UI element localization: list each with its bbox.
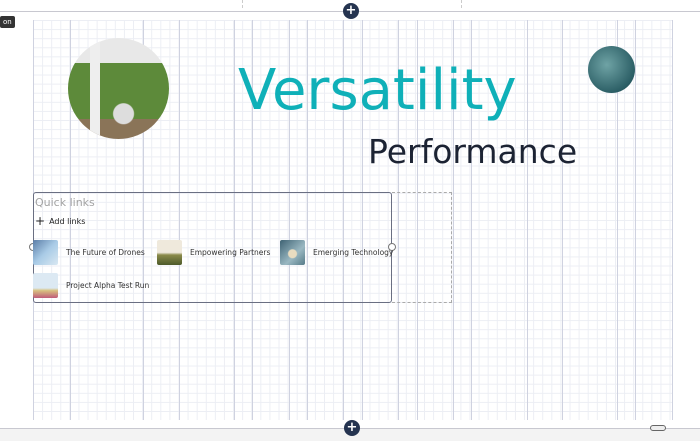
column-guide — [362, 20, 363, 420]
link-label: The Future of Drones — [66, 248, 145, 257]
column-guide — [289, 20, 290, 420]
link-thumbnail — [157, 240, 182, 265]
link-thumbnail — [280, 240, 305, 265]
link-thumbnail — [33, 273, 58, 298]
column-guide — [143, 20, 144, 420]
link-label: Empowering Partners — [190, 248, 271, 257]
quick-link-item[interactable]: Empowering Partners — [157, 240, 270, 265]
link-label: Project Alpha Test Run — [66, 281, 150, 290]
column-guide — [527, 20, 528, 420]
column-guide — [70, 20, 71, 420]
column-guide — [672, 20, 673, 420]
column-guide — [234, 20, 235, 420]
link-thumbnail — [33, 240, 58, 265]
column-guide — [617, 20, 618, 420]
column-guide — [453, 20, 454, 420]
column-guide — [343, 20, 344, 420]
drone-camera-image[interactable] — [68, 38, 169, 139]
add-section-bottom-button[interactable]: + — [344, 420, 360, 436]
column-guide — [252, 20, 253, 420]
link-label: Emerging Technology — [313, 248, 394, 257]
resize-handle-right[interactable] — [388, 243, 396, 251]
plus-icon: + — [35, 214, 46, 228]
hero-subtitle[interactable]: Performance — [368, 132, 578, 171]
quick-link-item[interactable]: The Future of Drones — [33, 240, 145, 265]
tooltip: on — [0, 16, 15, 28]
column-guide — [562, 20, 563, 420]
webpart-placeholder — [392, 192, 452, 303]
add-links-button[interactable]: +Add links — [35, 214, 85, 228]
column-guide — [307, 20, 308, 420]
quick-link-item[interactable]: Project Alpha Test Run — [33, 273, 149, 298]
hero-title[interactable]: Versatility — [238, 58, 517, 123]
column-divider — [242, 0, 243, 8]
column-guide — [398, 20, 399, 420]
column-guide — [471, 20, 472, 420]
quick-link-item[interactable]: Emerging Technology — [280, 240, 393, 265]
add-links-label: Add links — [49, 217, 86, 226]
column-guide — [417, 20, 418, 420]
column-divider — [461, 0, 462, 8]
scroll-handle[interactable] — [650, 425, 666, 431]
quick-links-title[interactable]: Quick links — [35, 196, 95, 209]
add-section-top-button[interactable]: + — [343, 3, 359, 19]
column-guide — [635, 20, 636, 420]
drone-circle-image[interactable] — [588, 46, 635, 93]
column-guide — [179, 20, 180, 420]
